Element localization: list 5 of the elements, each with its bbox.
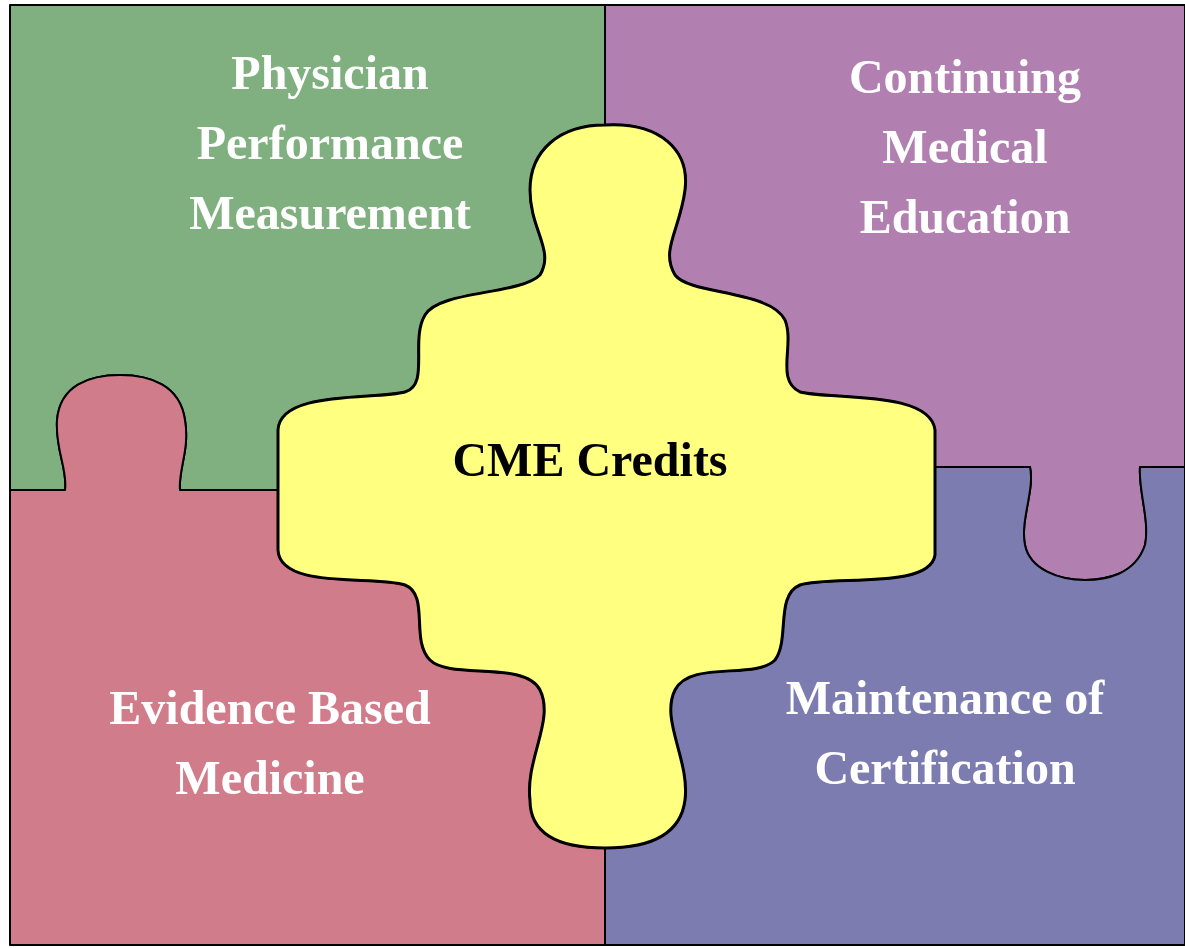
piece-label: Continuing Medical Education [847, 49, 1083, 245]
piece-label: CME Credits [451, 432, 729, 488]
piece-label: Physician Performance Measurement [188, 45, 472, 241]
piece-label: Maintenance of Certification [784, 670, 1106, 796]
piece-label: Evidence Based Medicine [108, 680, 432, 806]
